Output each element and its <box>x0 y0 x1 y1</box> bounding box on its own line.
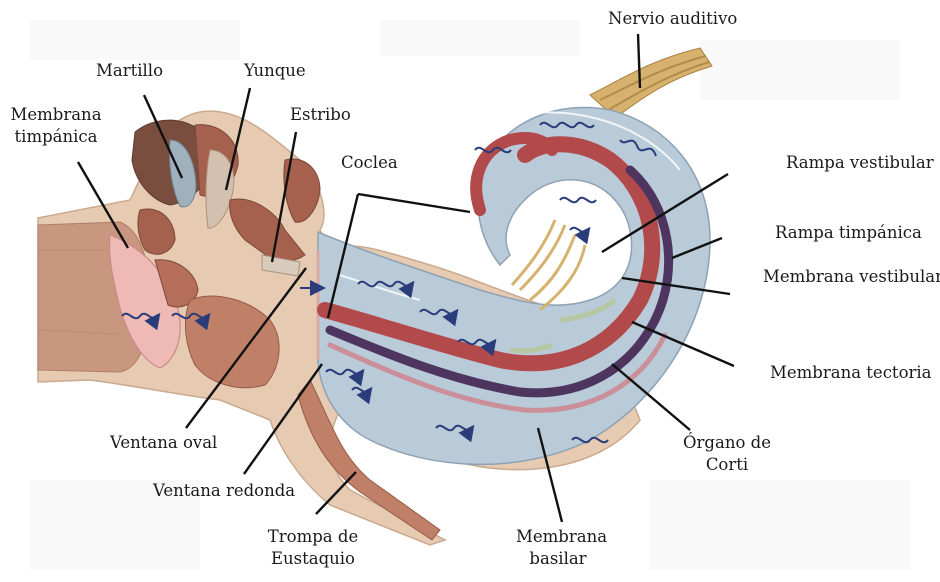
label-coclea: Coclea <box>341 152 398 174</box>
auditory-nerve <box>590 48 712 118</box>
label-membrana-timpanica: Membrana timpánica <box>6 104 106 148</box>
label-organo-de-corti: Órgano de Corti <box>676 432 778 476</box>
label-rampa-vestibular: Rampa vestibular <box>786 152 934 174</box>
label-membrana-timpanica-line2: timpánica <box>6 126 106 148</box>
label-organo-de-corti-line1: Órgano de <box>676 432 778 454</box>
label-trompa-line2: Eustaquio <box>260 548 366 570</box>
label-trompa-de-eustaquio: Trompa de Eustaquio <box>260 526 366 570</box>
label-membrana-basilar-line2: basilar <box>516 548 600 570</box>
label-membrana-basilar: Membrana basilar <box>516 526 600 570</box>
label-martillo: Martillo <box>96 60 163 82</box>
label-organo-de-corti-line2: Corti <box>676 454 778 476</box>
label-membrana-tectoria: Membrana tectoria <box>770 362 932 384</box>
label-membrana-basilar-line1: Membrana <box>516 526 600 548</box>
label-membrana-vestibular: Membrana vestibular <box>763 266 940 288</box>
label-ventana-redonda: Ventana redonda <box>153 480 295 502</box>
leader-coclea-right <box>358 194 470 212</box>
label-membrana-timpanica-line1: Membrana <box>6 104 106 126</box>
label-nervio-auditivo: Nervio auditivo <box>608 8 737 30</box>
label-rampa-timpanica: Rampa timpánica <box>775 222 922 244</box>
label-ventana-oval: Ventana oval <box>110 432 217 454</box>
label-estribo: Estribo <box>290 104 351 126</box>
label-trompa-line1: Trompa de <box>260 526 366 548</box>
label-yunque: Yunque <box>244 60 306 82</box>
